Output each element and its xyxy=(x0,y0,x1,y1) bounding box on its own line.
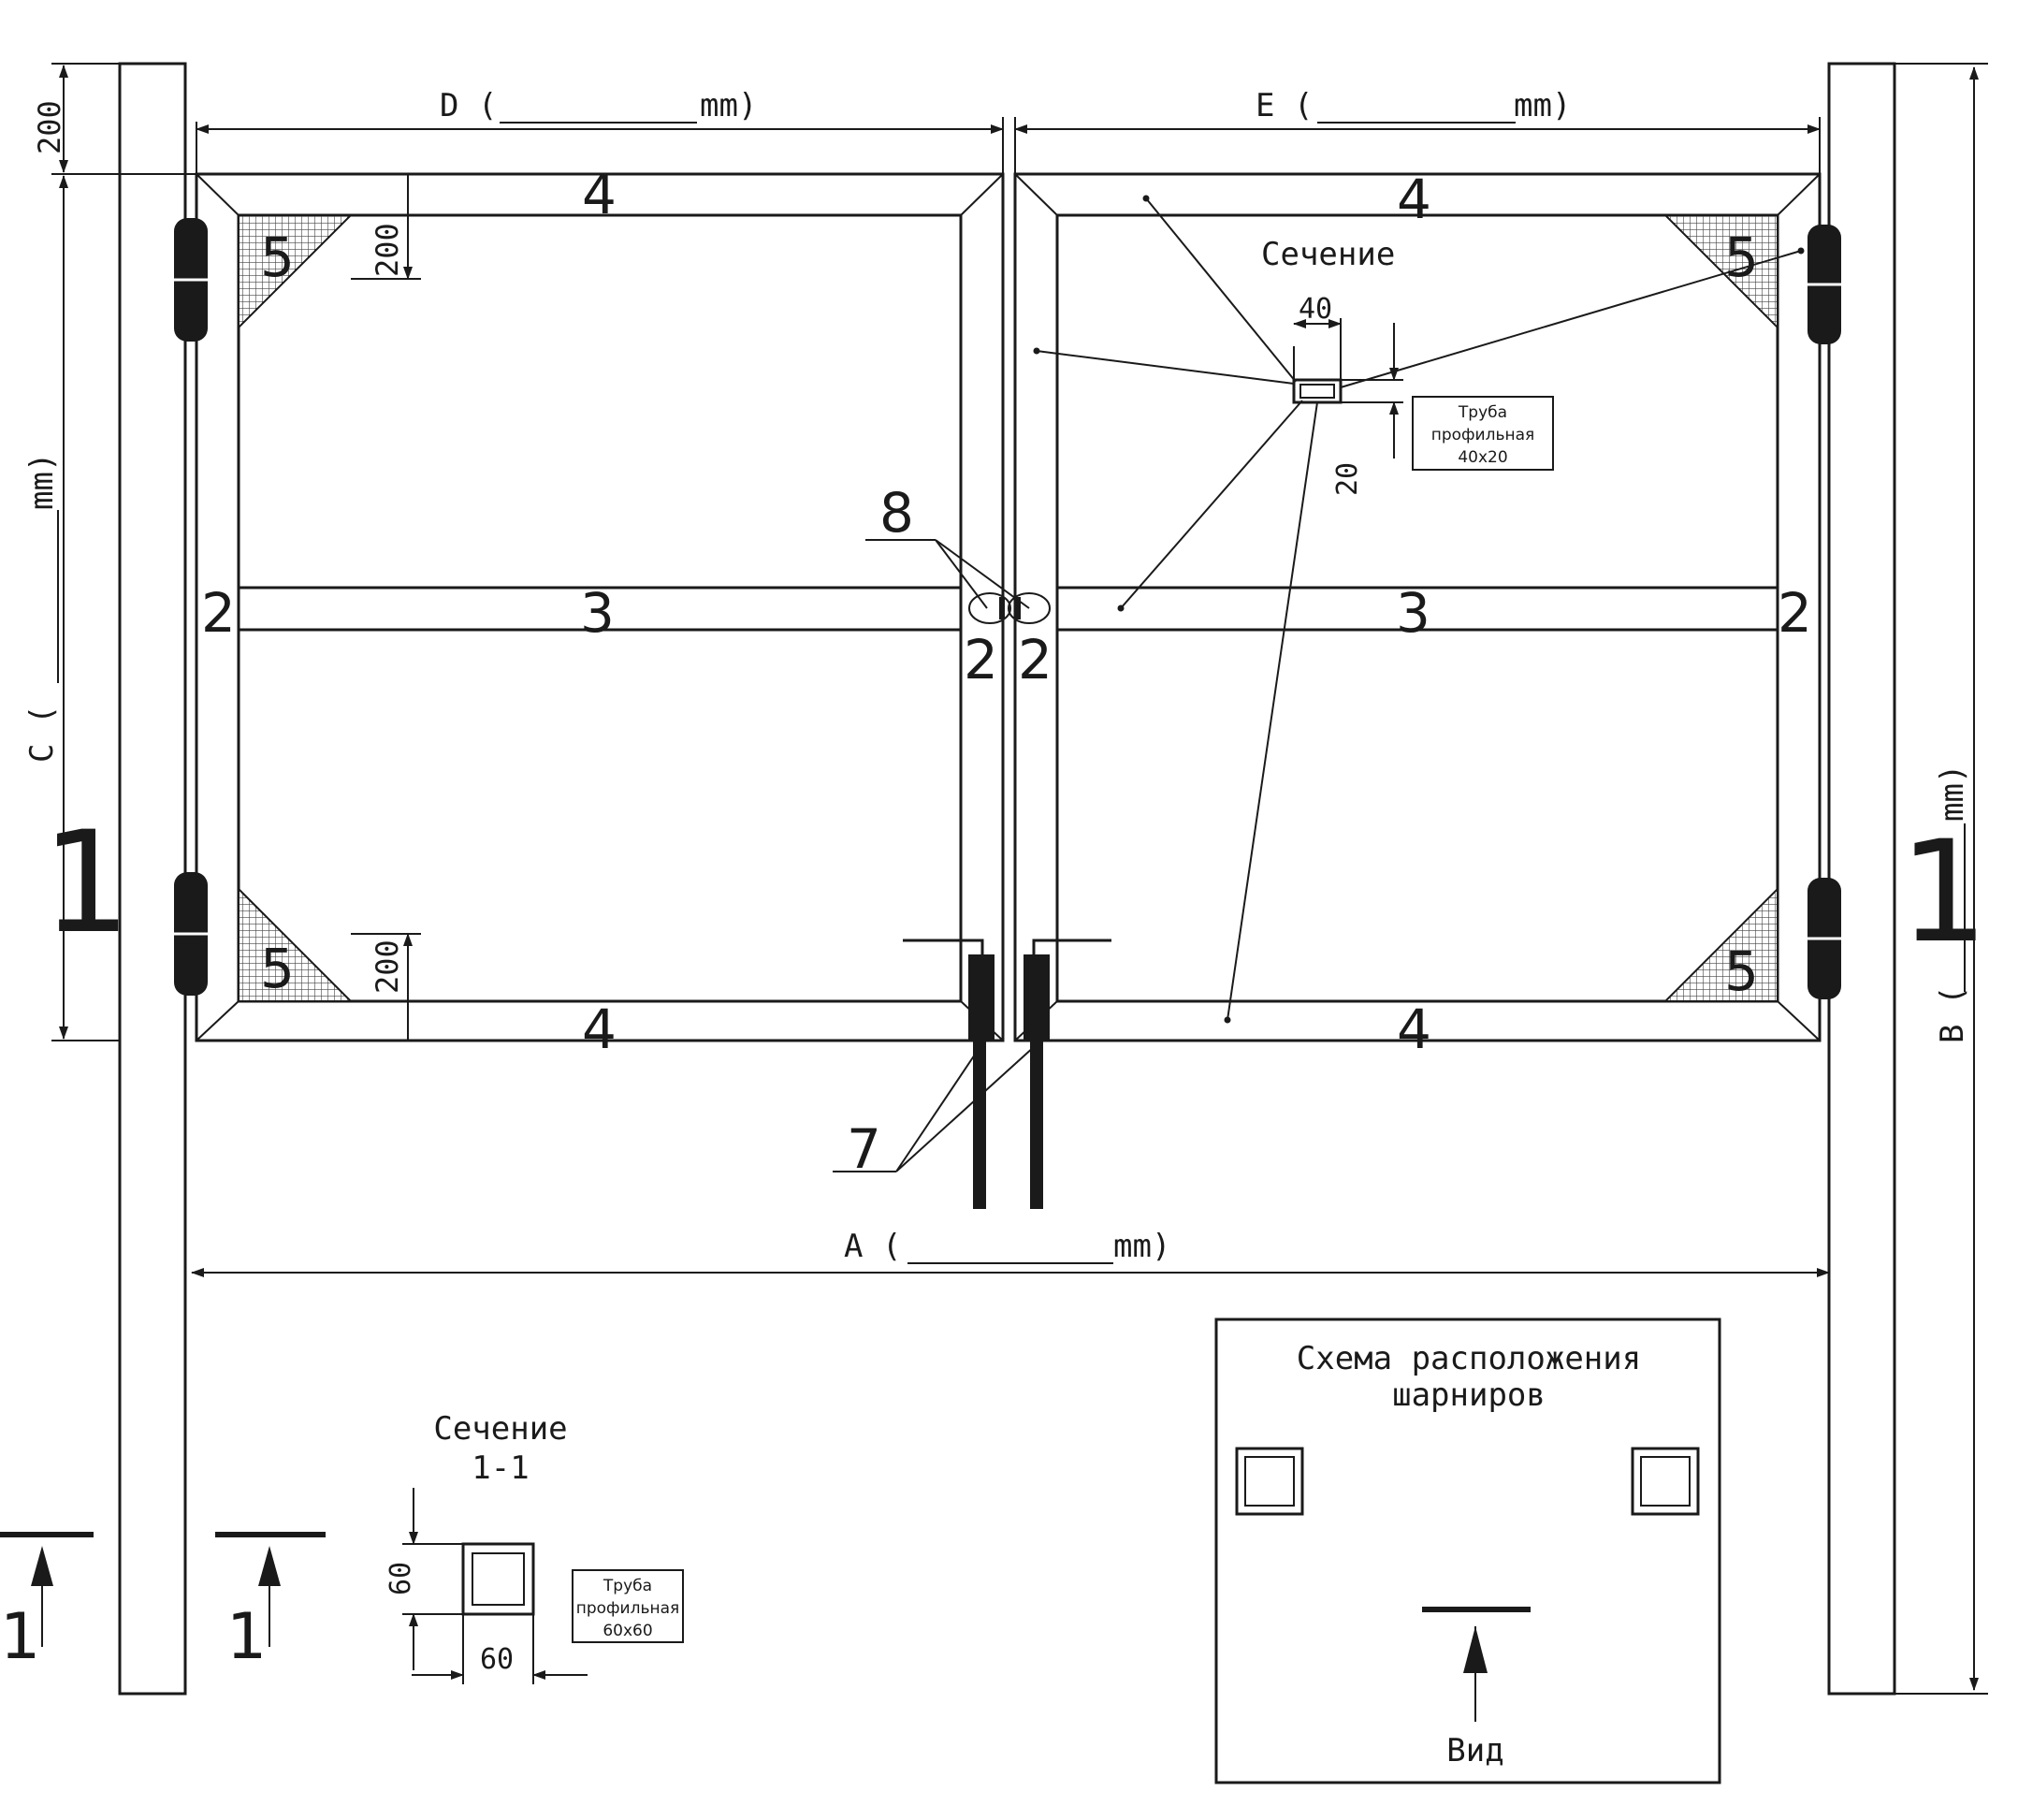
hinge-box-title-2: шарниров xyxy=(1392,1376,1546,1414)
right-bottom-gusset xyxy=(1662,886,1778,1002)
section-marker-left: 1 xyxy=(0,1600,40,1674)
part-4-bottom-right: 4 xyxy=(1397,997,1431,1061)
section-post-tag-1: Труба xyxy=(602,1577,652,1595)
part-1-left: 1 xyxy=(42,802,131,965)
section-top-tag-3: 40x20 xyxy=(1458,448,1507,467)
dim-a-label: A ( xyxy=(844,1228,901,1265)
section-post-subtitle: 1-1 xyxy=(472,1449,529,1487)
right-middle-bar xyxy=(1055,586,1779,632)
hinge-box-view: Вид xyxy=(1446,1732,1503,1769)
part-2-center-left: 2 xyxy=(964,628,998,692)
hinge-layout-box xyxy=(1214,1318,1721,1784)
section-marker-right: 1 xyxy=(226,1600,267,1674)
section-post-title: Сечение xyxy=(433,1410,567,1448)
part-4-top-left: 4 xyxy=(582,163,617,226)
part-5-left-top: 5 xyxy=(260,226,295,289)
section-top-title: Сечение xyxy=(1261,236,1395,273)
section-post-width: 60 xyxy=(480,1643,514,1676)
dim-corner-bottom: 200 xyxy=(370,939,405,994)
right-top-gusset xyxy=(1662,214,1778,330)
part-2-right: 2 xyxy=(1778,581,1812,645)
dim-corner-top: 200 xyxy=(370,223,405,277)
dim-e-unit: mm) xyxy=(1514,87,1571,124)
bolt-assembly xyxy=(865,539,1051,624)
dimension-lines xyxy=(51,63,1988,1695)
dim-d-label: D ( xyxy=(440,87,497,124)
part-7: 7 xyxy=(847,1117,881,1181)
hinge-box-title-1: Схема расположения xyxy=(1297,1340,1641,1377)
part-4-bottom-left: 4 xyxy=(582,997,617,1061)
part-8: 8 xyxy=(879,481,914,545)
part-1-right: 1 xyxy=(1899,811,1988,974)
right-leaf xyxy=(1013,172,1822,1042)
left-bottom-gusset xyxy=(238,886,354,1002)
dim-b-unit: mm) xyxy=(1934,764,1971,822)
part-2-center-right: 2 xyxy=(1018,628,1053,692)
part-3-right: 3 xyxy=(1396,581,1430,645)
dim-c-unit: mm) xyxy=(23,453,61,510)
section-top-tag-1: Труба xyxy=(1458,403,1507,422)
part-5-right-bottom: 5 xyxy=(1724,939,1759,1003)
dim-d-unit: mm) xyxy=(700,87,757,124)
dim-a-unit: mm) xyxy=(1113,1228,1170,1265)
dim-e-label: E ( xyxy=(1256,87,1313,124)
hinges xyxy=(174,218,1841,999)
section-post-height: 60 xyxy=(385,1562,417,1595)
section-post-tag-2: профильная xyxy=(576,1599,680,1618)
left-leaf xyxy=(195,172,1005,1042)
section-top-height: 20 xyxy=(1331,462,1364,496)
part-2-left: 2 xyxy=(201,581,236,645)
dim-b-label: B ( xyxy=(1934,986,1971,1043)
part-4-top-right: 4 xyxy=(1397,167,1431,231)
section-post-tag-3: 60x60 xyxy=(602,1622,652,1640)
left-middle-bar xyxy=(237,586,963,632)
section-top-tag-2: профильная xyxy=(1431,426,1535,444)
part-3-left: 3 xyxy=(580,581,615,645)
part-5-right-top: 5 xyxy=(1724,226,1759,289)
section-markers xyxy=(0,1532,326,1647)
left-top-gusset xyxy=(238,214,354,330)
dim-top-gap: 200 xyxy=(32,100,67,154)
section-40x20 xyxy=(1033,195,1805,1024)
section-60x60 xyxy=(402,1488,684,1684)
latch-assembly xyxy=(833,939,1111,1209)
dim-c-label: C ( xyxy=(23,706,61,763)
part-5-left-bottom: 5 xyxy=(260,937,295,1000)
section-top-width: 40 xyxy=(1299,293,1332,326)
